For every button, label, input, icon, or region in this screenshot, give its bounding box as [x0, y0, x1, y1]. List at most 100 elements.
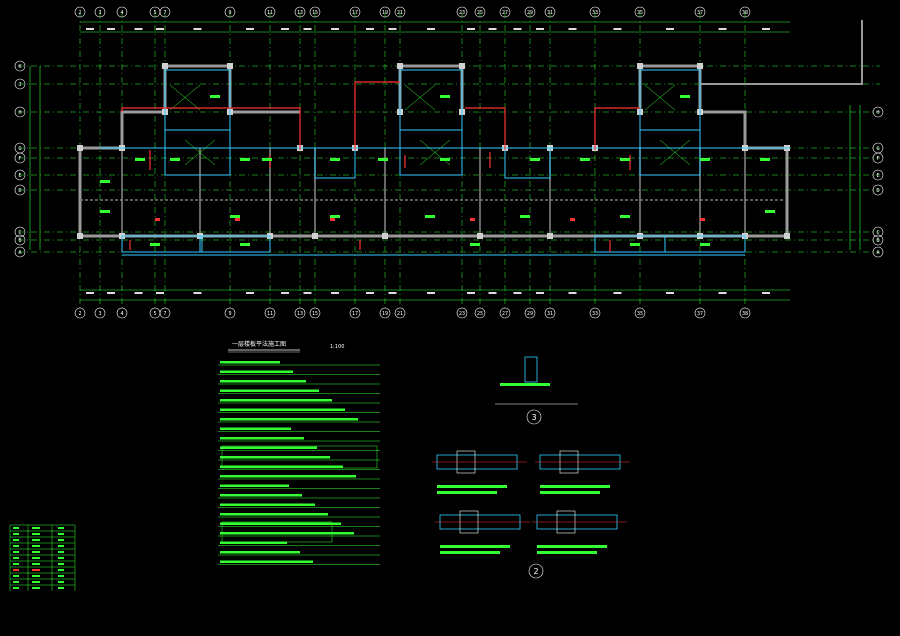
dim-text — [193, 28, 202, 30]
legend-cell — [32, 551, 40, 553]
dim-text — [467, 28, 475, 30]
note-text — [220, 361, 280, 364]
column — [227, 63, 233, 69]
dim-text — [536, 292, 544, 294]
dim-text — [568, 292, 577, 294]
axis-bubble-bottom — [349, 307, 361, 319]
axis-label-left: A — [18, 250, 21, 256]
dim-text — [536, 28, 544, 30]
axis-label-bottom: 4 — [120, 311, 123, 317]
dim-text — [488, 28, 497, 30]
dim-text — [193, 292, 202, 294]
note-text — [220, 541, 287, 544]
axis-label-top: 11 — [267, 10, 273, 16]
room-annotation — [630, 243, 640, 246]
axis-label-top: 27 — [502, 10, 508, 16]
axis-bubble-left — [14, 184, 26, 196]
legend-cell — [58, 569, 64, 571]
stair-mark — [419, 139, 451, 166]
legend-cell — [58, 527, 64, 529]
axis-label-bottom: 21 — [397, 311, 403, 317]
legend-cell — [13, 551, 19, 553]
axis-bubble-top — [544, 6, 556, 18]
stair-mark — [644, 84, 676, 111]
dim-text — [86, 28, 94, 30]
legend-cell — [13, 587, 19, 589]
axis-label-top: 15 — [312, 10, 318, 16]
axis-bubble-top — [634, 6, 646, 18]
slab-outline — [639, 69, 701, 131]
dim-text — [281, 28, 289, 30]
axis-label-right: D — [876, 188, 879, 194]
axis-label-bottom: 31 — [547, 311, 553, 317]
axis-bubble-left — [14, 152, 26, 164]
legend-cell — [32, 569, 40, 571]
axis-bubble-bottom — [634, 307, 646, 319]
dim-text — [718, 28, 727, 30]
detail-3-bubble — [526, 409, 542, 425]
axis-label-bottom: 13 — [297, 311, 303, 317]
room-annotation — [440, 158, 450, 161]
axis-bubble-bottom — [116, 307, 128, 319]
axis-bubble-bottom — [394, 307, 406, 319]
legend-cell — [58, 551, 64, 553]
legend-cell — [13, 545, 19, 547]
column — [459, 63, 465, 69]
column — [77, 145, 83, 151]
axis-bubble-bottom — [159, 307, 171, 319]
detail-2-caption — [537, 545, 607, 548]
axis-label-bottom: 33 — [592, 311, 598, 317]
axis-bubble-bottom — [74, 307, 86, 319]
note-text — [220, 446, 317, 449]
note-text — [220, 551, 300, 554]
axis-label-right: C — [876, 230, 879, 236]
dim-text — [331, 292, 339, 294]
legend-cell — [58, 563, 64, 565]
legend-table — [9, 524, 76, 591]
room-annotation — [580, 158, 590, 161]
room-annotation — [620, 158, 630, 161]
axis-label-right: H — [876, 110, 879, 116]
column — [162, 63, 168, 69]
drawing-title: 一层楼板平法施工图 — [232, 340, 286, 348]
detail-2-number: 2 — [533, 567, 538, 576]
axis-label-top: 21 — [397, 10, 403, 16]
axis-label-top: 7 — [163, 10, 166, 16]
axis-bubble-left — [14, 78, 26, 90]
axis-bubble-bottom — [694, 307, 706, 319]
stair-mark — [169, 84, 201, 111]
axis-label-bottom: 9 — [228, 311, 231, 317]
axis-bubble-bottom — [739, 307, 751, 319]
axis-bubble-top — [349, 6, 361, 18]
detail-2-caption — [540, 485, 610, 488]
column — [784, 233, 790, 239]
detail-2-bubble — [528, 563, 544, 579]
axis-bubble-left — [14, 106, 26, 118]
axis-label-right: G — [876, 146, 879, 152]
axis-bubble-right — [872, 169, 884, 181]
stair-mark — [659, 139, 691, 166]
dim-text — [246, 28, 254, 30]
axis-bubble-right — [872, 184, 884, 196]
axis-label-bottom: 27 — [502, 311, 508, 317]
note-text — [220, 427, 291, 430]
axis-bubble-top — [74, 6, 86, 18]
room-annotation — [425, 215, 435, 218]
axis-bubble-bottom — [474, 307, 486, 319]
room-annotation — [330, 158, 340, 161]
axis-label-top: 19 — [382, 10, 388, 16]
note-table — [221, 521, 333, 543]
axis-bubble-bottom — [379, 307, 391, 319]
axis-label-right: F — [876, 156, 879, 162]
legend-cell — [13, 569, 19, 571]
axis-label-bottom: 17 — [352, 311, 358, 317]
dim-text — [513, 292, 522, 294]
note-text — [220, 522, 341, 525]
detail-2-caption — [537, 551, 597, 554]
legend-cell — [13, 581, 19, 583]
dim-text — [303, 28, 312, 30]
legend-cell — [32, 587, 40, 589]
axis-bubble-bottom — [294, 307, 306, 319]
slab-outline — [121, 235, 203, 253]
